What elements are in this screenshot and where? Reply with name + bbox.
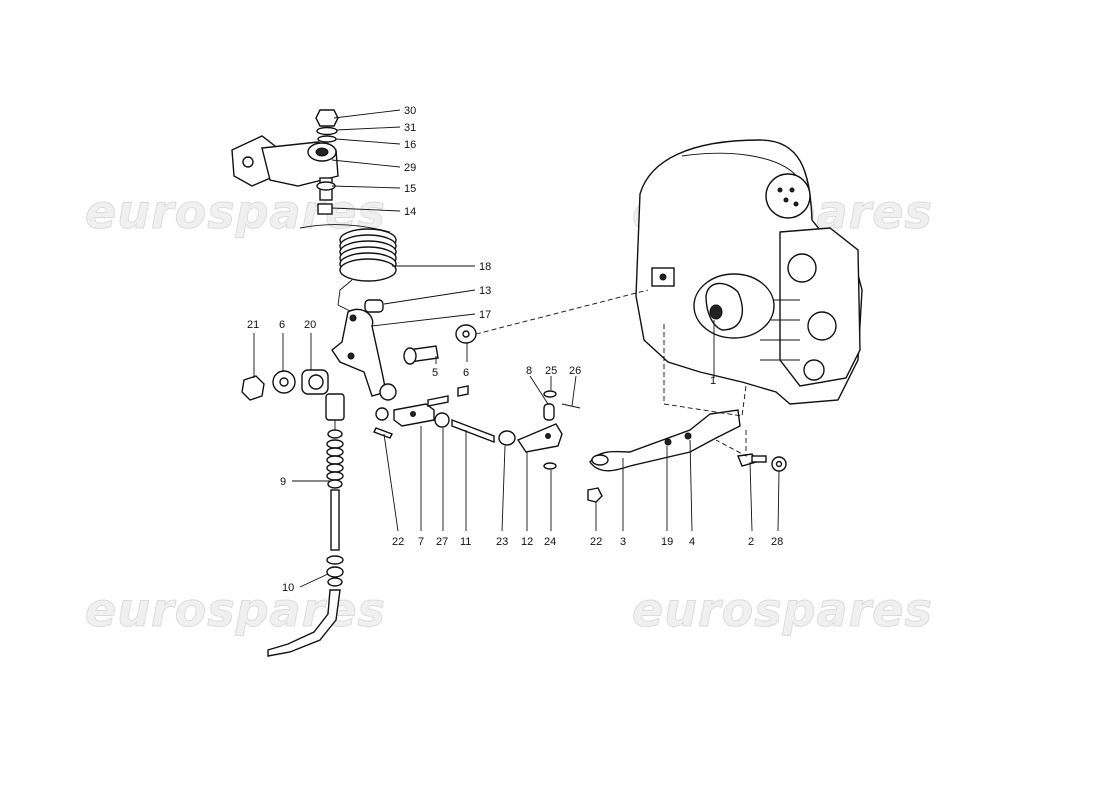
callout-23: 23 (496, 536, 508, 548)
callout-30: 30 (404, 105, 416, 117)
release-bearing-1 (693, 273, 775, 339)
release-fork-3 (589, 409, 741, 472)
pedal-lever-17 (331, 308, 397, 401)
nut-23 (498, 430, 516, 446)
callout-labels: 30 31 16 29 15 14 18 13 17 21 6 20 5 6 8… (247, 105, 783, 594)
callout-9: 9 (280, 476, 286, 488)
callout-22-left: 22 (392, 536, 404, 548)
callout-24: 24 (544, 536, 556, 548)
callout-5: 5 (432, 367, 438, 379)
callout-29: 29 (404, 162, 416, 174)
pin-8 (543, 403, 555, 421)
bolt-15 (316, 177, 336, 201)
callout-7: 7 (418, 536, 424, 548)
bolt-2 (737, 453, 767, 467)
clip-25 (543, 390, 557, 398)
pin-13 (364, 299, 384, 313)
nut-27 (434, 412, 450, 428)
pin-small-mid (427, 395, 449, 407)
gearbox-housing (635, 139, 863, 405)
callout-19: 19 (661, 536, 673, 548)
callout-28: 28 (771, 536, 783, 548)
pin-14 (317, 203, 333, 215)
callout-3: 3 (620, 536, 626, 548)
callout-21: 21 (247, 319, 259, 331)
adjuster-rod-11 (451, 418, 495, 444)
callout-4: 4 (689, 536, 695, 548)
cable-assembly (267, 393, 345, 657)
callout-13: 13 (479, 285, 491, 297)
dashed-line-fork-to-housing (663, 324, 747, 457)
callout-18: 18 (479, 261, 491, 273)
washer-31 (316, 126, 338, 136)
watermark-bottom-left: eurospares (85, 583, 386, 637)
washer-6-left (272, 370, 296, 394)
leader-lines (253, 109, 780, 588)
callout-14: 14 (404, 206, 416, 218)
callout-15: 15 (404, 183, 416, 195)
callout-25: 25 (545, 365, 557, 377)
watermark-top-left: eurospares (85, 185, 386, 239)
watermark-bottom-right: eurospares (632, 583, 933, 637)
clevis-7 (393, 403, 435, 427)
callout-16: 16 (404, 139, 416, 151)
fork-12 (516, 423, 563, 453)
stud-5 (403, 345, 439, 365)
callout-6-left: 6 (279, 319, 285, 331)
callout-27: 27 (436, 536, 448, 548)
pivot-housing (231, 135, 339, 187)
nut-22-right (587, 487, 603, 503)
callout-2: 2 (748, 536, 754, 548)
washer-28 (771, 456, 787, 472)
torsion-spring-18 (299, 224, 397, 313)
split-pin-22-left (373, 427, 393, 439)
washer-6-right (455, 324, 477, 344)
clip-24 (543, 462, 557, 470)
callout-26: 26 (569, 365, 581, 377)
washer-16 (317, 135, 337, 143)
callout-31: 31 (404, 122, 416, 134)
callout-17: 17 (479, 309, 491, 321)
callout-10: 10 (282, 582, 294, 594)
callout-1: 1 (710, 375, 716, 387)
bearing-20 (301, 369, 329, 395)
callout-12: 12 (521, 536, 533, 548)
clip-small-mid (457, 385, 469, 397)
nut-30 (315, 109, 339, 127)
washer-left-small (375, 407, 389, 421)
callout-20: 20 (304, 319, 316, 331)
callout-6-right: 6 (463, 367, 469, 379)
callout-8: 8 (526, 365, 532, 377)
callout-22-right: 22 (590, 536, 602, 548)
dashed-line-6-to-housing (475, 289, 649, 335)
nut-21 (241, 375, 265, 401)
callout-11: 11 (460, 536, 471, 548)
split-pin-26 (561, 403, 581, 409)
